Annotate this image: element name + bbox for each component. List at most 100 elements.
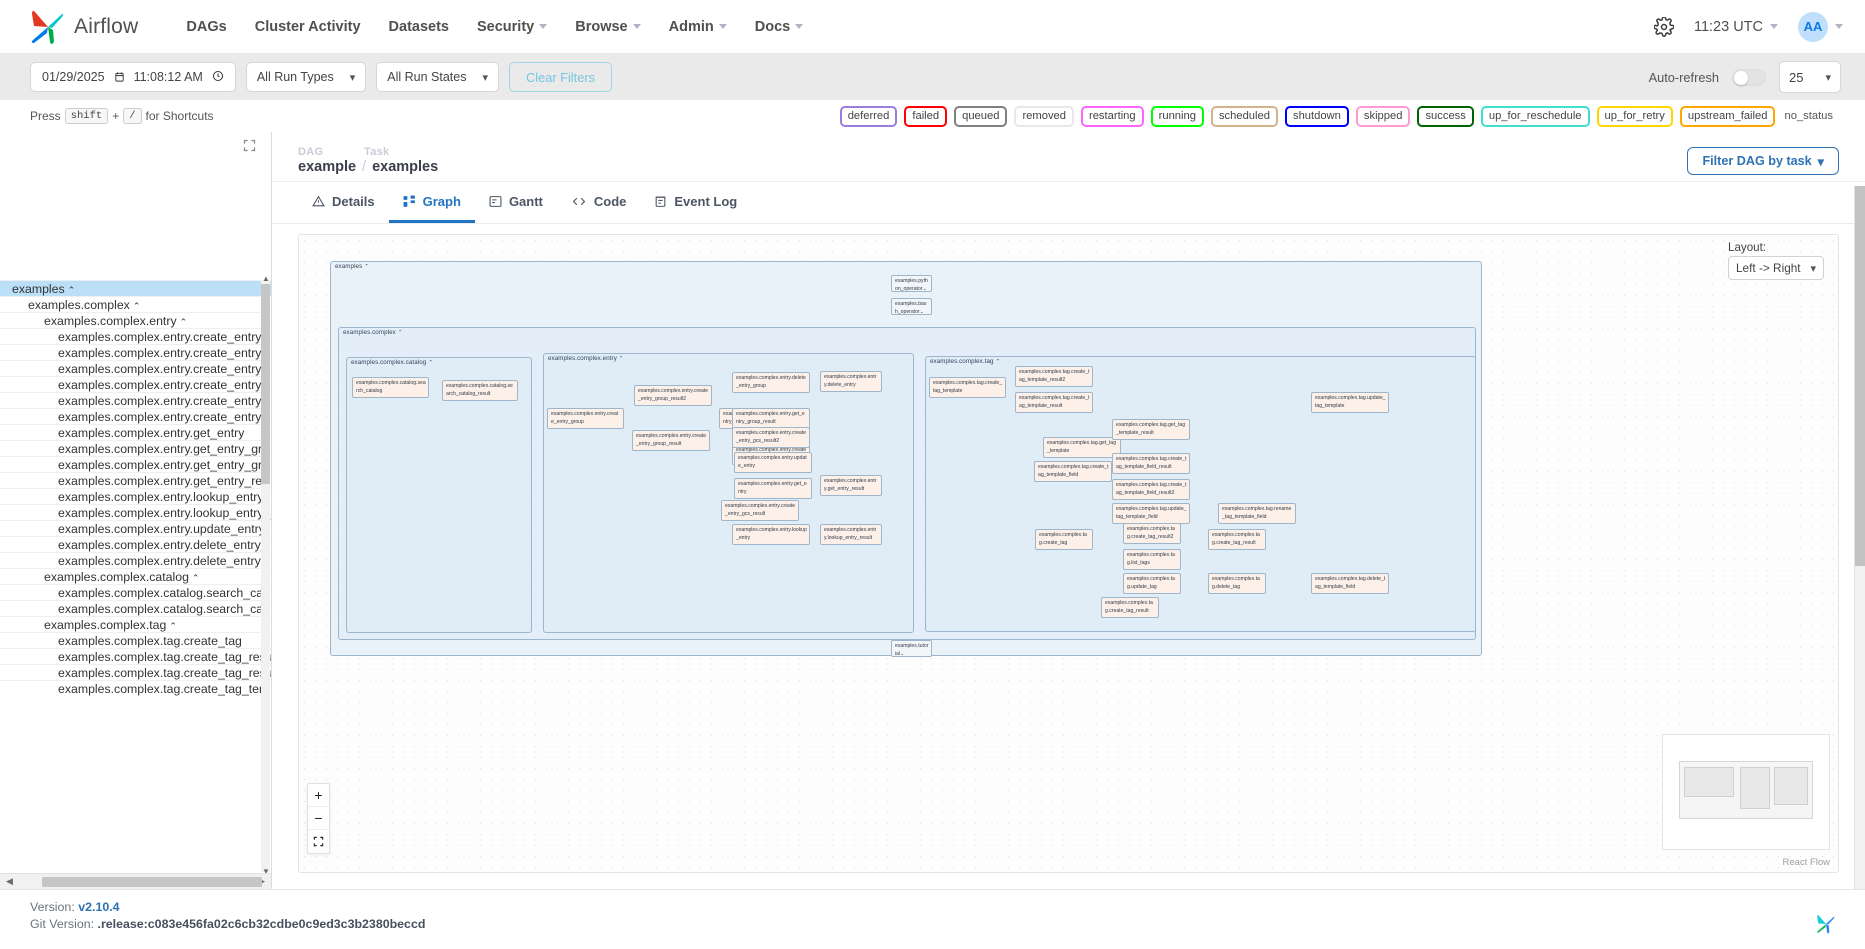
status-badge-upstream-failed[interactable]: upstream_failed <box>1679 105 1776 127</box>
chevron-up-icon[interactable]: ⌃ <box>191 573 200 583</box>
clear-filters-button[interactable]: Clear Filters <box>509 62 612 92</box>
tree-item[interactable]: examples.complex.entry.delete_entry_ <box>0 536 271 552</box>
nav-item-browse[interactable]: Browse <box>561 13 654 41</box>
version-value[interactable]: v2.10.4 <box>78 900 120 914</box>
scroll-down-arrow-icon[interactable]: ▼ <box>262 867 270 876</box>
task-node[interactable]: examples.complex.tag.rename_tag_template… <box>1218 503 1296 524</box>
chevron-down-icon[interactable]: ⌄ <box>900 650 905 657</box>
task-node[interactable]: examples.tutorial⌄ <box>891 640 932 657</box>
task-node[interactable]: examples.complex.tag.create_tag_result <box>1208 529 1266 550</box>
tab-gantt[interactable]: Gantt <box>475 182 557 223</box>
task-node[interactable]: examples.complex.entry.create_entry_grou… <box>634 385 712 406</box>
chevron-up-icon[interactable]: ⌃ <box>132 301 141 311</box>
task-node[interactable]: examples.complex.tag.create_tag_template… <box>1015 392 1093 413</box>
task-node[interactable]: examples.complex.entry.create_entry_grou… <box>632 430 710 451</box>
chevron-up-icon[interactable]: ⌃ <box>618 356 624 362</box>
sidebar-vertical-scrollbar[interactable]: ▲ ▼ <box>261 274 270 876</box>
sidebar-horizontal-scrollbar[interactable]: ◀ ▶ <box>0 873 271 889</box>
sidebar-hscroll-thumb[interactable] <box>42 876 262 887</box>
zoom-in-button[interactable]: + <box>308 784 329 807</box>
utc-time-menu[interactable]: 11:23 UTC <box>1694 19 1778 35</box>
status-badge-shutdown[interactable]: shutdown <box>1284 105 1349 127</box>
task-node[interactable]: examples.complex.entry.create_entry_grou… <box>547 408 624 429</box>
task-node[interactable]: examples.python_operator⌄ <box>891 275 932 292</box>
task-node[interactable]: examples.complex.tag.create_tag_template… <box>1015 366 1093 387</box>
run-datetime-field[interactable]: 01/29/2025 11:08:12 AM <box>30 62 236 92</box>
graph-canvas[interactable]: Layout: Left -> Right ▾ + − <box>298 234 1839 873</box>
tree-item[interactable]: examples.complex.catalog.search_cat <box>0 600 271 616</box>
task-node[interactable]: examples.complex.entry.get_entry_group_r… <box>732 408 810 429</box>
task-node[interactable]: examples.complex.tag.get_tag_template_re… <box>1112 419 1190 440</box>
task-node[interactable]: examples.complex.tag.create_tag_template… <box>1112 453 1190 474</box>
chevron-up-icon[interactable]: ⌃ <box>364 264 369 270</box>
status-badge-restarting[interactable]: restarting <box>1080 105 1144 127</box>
nav-item-docs[interactable]: Docs <box>741 13 817 41</box>
page-scroll-thumb[interactable] <box>1855 186 1865 566</box>
status-badge-skipped[interactable]: skipped <box>1355 105 1411 127</box>
chevron-up-icon[interactable]: ⌃ <box>397 330 403 336</box>
chevron-up-icon[interactable]: ⌃ <box>995 359 1001 365</box>
scroll-up-arrow-icon[interactable]: ▲ <box>262 274 270 283</box>
tree-item[interactable]: examples.complex.entry.get_entry_res <box>0 472 271 488</box>
chevron-up-icon[interactable]: ⌃ <box>169 621 177 631</box>
status-badge-up-for-reschedule[interactable]: up_for_reschedule <box>1480 105 1590 127</box>
task-node[interactable]: examples.bash_operator⌄ <box>891 298 932 315</box>
tree-item[interactable]: examples.complex.entry.get_entry <box>0 424 271 440</box>
tree-item[interactable]: examples.complex.catalog⌃ <box>0 568 271 584</box>
task-node[interactable]: examples.complex.entry.create_entry_gcs_… <box>721 500 799 521</box>
tree-item[interactable]: examples.complex.entry.get_entry_gro <box>0 440 271 456</box>
sidebar-scroll-thumb[interactable] <box>261 284 270 484</box>
tab-details[interactable]: Details <box>298 182 389 223</box>
status-badge-failed[interactable]: failed <box>904 105 948 127</box>
tab-code[interactable]: Code <box>557 182 641 223</box>
tree-item[interactable]: examples.complex.entry.create_entry_ <box>0 392 271 408</box>
status-badge-deferred[interactable]: deferred <box>839 105 898 127</box>
breadcrumb-task-value[interactable]: examples <box>372 159 439 175</box>
tree-item[interactable]: examples.complex.entry.create_entry_ <box>0 328 271 344</box>
task-node[interactable]: examples.complex.entry.get_entry_result <box>820 475 882 496</box>
tree-item[interactable]: examples.complex.tag.create_tag_tem <box>0 680 271 696</box>
tree-item[interactable]: examples.complex.entry.update_entry <box>0 520 271 536</box>
tree-item[interactable]: examples.complex.entry.create_entry_ <box>0 344 271 360</box>
tree-item[interactable]: examples.complex.tag⌃ <box>0 616 271 632</box>
tree-item[interactable]: examples.complex.entry.create_entry_ <box>0 408 271 424</box>
task-node[interactable]: examples.complex.tag.delete_tag_template… <box>1311 573 1389 594</box>
task-node[interactable]: examples.complex.tag.get_tag_template <box>1043 437 1121 458</box>
tree-item[interactable]: examples.complex⌃ <box>0 296 271 312</box>
task-node[interactable]: examples.complex.tag.list_tags <box>1123 549 1181 570</box>
task-node[interactable]: examples.complex.entry.delete_entry_grou… <box>732 372 810 393</box>
task-node[interactable]: examples.complex.catalog.search_catalog <box>352 377 429 398</box>
chevron-up-icon[interactable]: ⌃ <box>428 360 433 366</box>
tree-item[interactable]: examples.complex.tag.create_tag_resu <box>0 664 271 680</box>
nav-item-cluster-activity[interactable]: Cluster Activity <box>241 13 375 41</box>
scroll-left-arrow-icon[interactable]: ◀ <box>6 876 13 886</box>
run-count-select[interactable]: 25 ▾ <box>1779 61 1841 93</box>
task-group[interactable]: examples.complex.tag⌃ <box>925 356 1476 632</box>
status-badge-up-for-retry[interactable]: up_for_retry <box>1596 105 1673 127</box>
tree-item[interactable]: examples.complex.tag.create_tag_resu <box>0 648 271 664</box>
task-node[interactable]: examples.complex.entry.delete_entry <box>820 371 882 392</box>
tree-item[interactable]: examples.complex.entry⌃ <box>0 312 271 328</box>
tab-graph[interactable]: Graph <box>388 182 475 223</box>
run-states-select[interactable]: All Run States ▾ <box>376 62 500 92</box>
status-badge-success[interactable]: success <box>1417 105 1474 127</box>
tree-item[interactable]: examples⌃ <box>0 280 271 296</box>
airflow-brand[interactable]: Airflow <box>28 8 138 46</box>
status-badge-running[interactable]: running <box>1150 105 1204 127</box>
tree-item[interactable]: examples.complex.tag.create_tag <box>0 632 271 648</box>
graph-minimap[interactable] <box>1662 734 1830 850</box>
resize-handle-icon[interactable] <box>242 138 257 153</box>
page-vertical-scrollbar[interactable] <box>1854 186 1865 889</box>
chevron-down-icon[interactable]: ⌄ <box>922 285 927 292</box>
run-types-select[interactable]: All Run Types ▾ <box>245 62 367 92</box>
task-node[interactable]: examples.complex.tag.create_tag_result2 <box>1123 523 1181 544</box>
task-node[interactable]: examples.complex.entry.create_entry_gcs_… <box>732 427 810 448</box>
nav-item-datasets[interactable]: Datasets <box>375 13 463 41</box>
task-node[interactable]: examples.complex.tag.create_tag_template <box>929 377 1006 398</box>
tree-item[interactable]: examples.complex.entry.get_entry_gro <box>0 456 271 472</box>
zoom-out-button[interactable]: − <box>308 807 329 830</box>
tree-item[interactable]: examples.complex.entry.lookup_entry <box>0 488 271 504</box>
breadcrumb-dag-value[interactable]: example <box>298 159 357 175</box>
task-node[interactable]: examples.complex.tag.create_tag_template… <box>1112 479 1190 500</box>
tree-item[interactable]: examples.complex.entry.create_entry_ <box>0 360 271 376</box>
